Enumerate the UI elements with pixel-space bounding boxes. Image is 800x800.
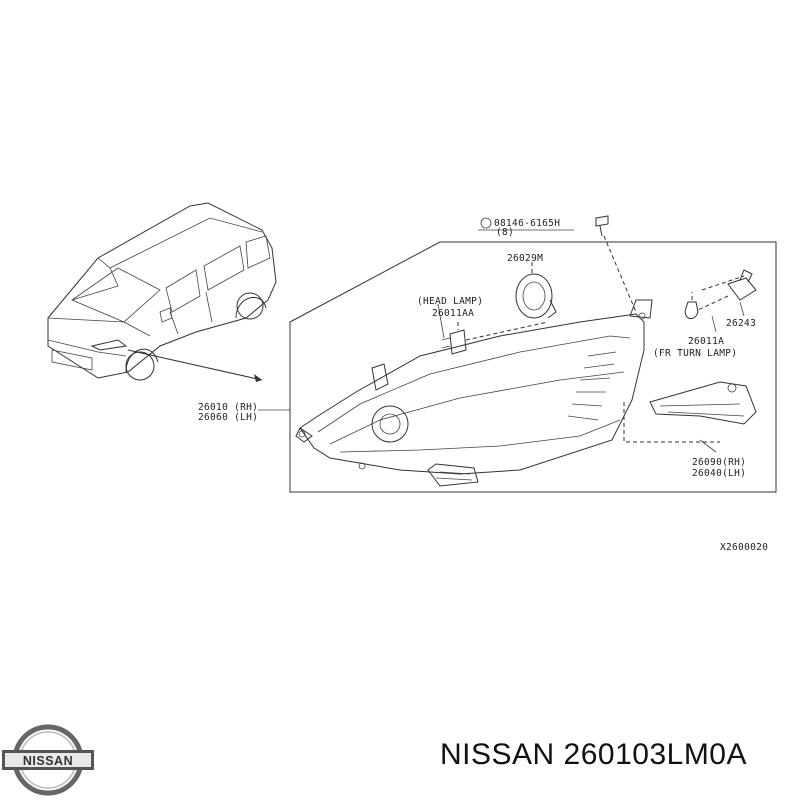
- nissan-logo-text: NISSAN: [23, 754, 73, 768]
- side-bracket-part: [623, 381, 757, 443]
- callout-turn-caption: (FR TURN LAMP): [653, 348, 737, 359]
- callout-lamp-rh: 26010 (RH): [198, 402, 258, 413]
- callout-bolt-qty: (8): [496, 227, 514, 238]
- callout-side-lh: 26040(LH): [692, 468, 746, 479]
- turn-bulb-part: [684, 292, 699, 320]
- nissan-logo: NISSAN: [2, 724, 94, 796]
- callout-cap: 26029M: [507, 253, 543, 264]
- detail-frame: [289, 241, 777, 493]
- callout-head-bulb: 26011AA: [432, 308, 474, 319]
- socket-part: [697, 269, 757, 311]
- callout-bolt: 08146-6165H: [494, 218, 560, 229]
- head-bulb-part: [441, 321, 549, 355]
- dust-cap-part: [515, 262, 557, 319]
- bolt-part: [595, 215, 637, 313]
- bolt-circle-b-icon: [480, 217, 492, 229]
- headlamp-assembly: [295, 299, 653, 487]
- figure-code: X2600020: [720, 542, 768, 553]
- van-illustration: [47, 202, 277, 382]
- callout-side-rh: 26090(RH): [692, 457, 746, 468]
- callout-socket: 26243: [726, 318, 756, 329]
- callout-turn-bulb: 26011A: [688, 336, 724, 347]
- callout-head-lamp-caption: (HEAD LAMP): [417, 296, 483, 307]
- part-number-title: NISSAN 260103LM0A: [440, 738, 748, 771]
- callout-lamp-lh: 26060 (LH): [198, 412, 258, 423]
